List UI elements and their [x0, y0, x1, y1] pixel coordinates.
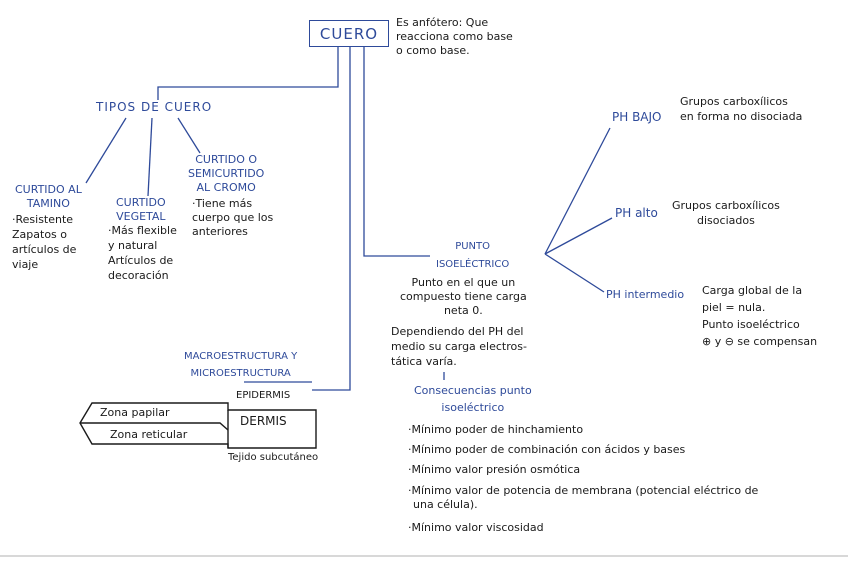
title-line: MICROESTRUCTURA [190, 368, 291, 379]
desc-line: Artículos de [108, 254, 174, 267]
def-line: Punto en el que un [411, 276, 516, 289]
desc-line: Grupos carboxílicos [672, 199, 780, 212]
title-line: CURTIDO [116, 196, 166, 209]
consequence-item: ·Mínimo valor presión osmótica [408, 463, 581, 476]
desc-line: anteriores [192, 225, 248, 238]
desc-line: ⊕ y ⊖ se compensan [702, 335, 818, 348]
dep-line: Dependiendo del PH del [391, 325, 524, 338]
title-line: isoeléctrico [441, 401, 505, 414]
dep-line: tática varía. [391, 355, 457, 368]
types-title: TIPOS DE CUERO [96, 100, 213, 114]
consequences-list: ·Mínimo poder de hinchamiento ·Mínimo po… [408, 420, 758, 538]
desc-line: ·Tiene más [192, 197, 253, 210]
title-line: SEMICURTIDO [188, 167, 265, 180]
dep-line: medio su carga electros- [391, 340, 527, 353]
ph-intermedio-desc: Carga global de la piel = nula. Punto is… [702, 282, 817, 350]
title-line: ISOELÉCTRICO [436, 259, 510, 270]
desc-line: Carga global de la [702, 284, 803, 297]
isoelectric-definition: Punto en el que un compuesto tiene carga… [400, 276, 527, 318]
zona-papilar-label: Zona papilar [100, 406, 170, 419]
vegetal-desc: ·Más flexible y natural Artículos de dec… [108, 223, 177, 283]
ph-alto-desc: Grupos carboxílicos disociados [672, 198, 780, 228]
epidermis-label: EPIDERMIS [236, 390, 291, 401]
consequence-item: ·Mínimo poder de combinación con ácidos … [408, 443, 686, 456]
consequence-item: ·Mínimo poder de hinchamiento [408, 423, 584, 436]
title-line: CURTIDO O [195, 153, 258, 166]
desc-line: Grupos carboxílicos [680, 95, 788, 108]
al-tamino-desc: ·Resistente Zapatos o artículos de viaje [12, 212, 76, 272]
desc-line: Punto isoeléctrico [702, 318, 800, 331]
def-line: neta 0. [443, 304, 483, 317]
title-line: MACROESTRUCTURA Y [184, 351, 298, 362]
vegetal-title: CURTIDO VEGETAL [116, 196, 166, 224]
dermis-label: DERMIS [240, 414, 287, 428]
desc-line: disociados [697, 214, 755, 227]
consequence-item: ·Mínimo valor viscosidad [408, 521, 544, 534]
root-note-line: reacciona como base [396, 30, 513, 43]
ph-bajo-desc: Grupos carboxílicos en forma no disociad… [680, 94, 802, 124]
isoelectric-dependence: Dependiendo del PH del medio su carga el… [391, 324, 527, 369]
desc-line: Zapatos o [12, 228, 67, 241]
title-line: AL CROMO [196, 181, 256, 194]
desc-line: en forma no disociada [680, 110, 803, 123]
al-tamino-title: CURTIDO AL TAMINO [15, 183, 82, 211]
desc-line: ·Resistente [12, 213, 74, 226]
root-note-line: Es anfótero: Que [396, 16, 489, 29]
desc-line: y natural [108, 239, 158, 252]
desc-line: piel = nula. [702, 301, 766, 314]
desc-line: viaje [12, 258, 39, 271]
structure-title: MACROESTRUCTURA Y MICROESTRUCTURA [184, 348, 297, 382]
subcutaneo-label: Tejido subcutáneo [228, 452, 319, 463]
cromo-title: CURTIDO O SEMICURTIDO AL CROMO [188, 153, 264, 195]
ph-bajo-label: PH BAJO [612, 110, 662, 124]
ph-intermedio-label: PH intermedio [606, 288, 685, 301]
consequence-item: ·Mínimo valor de potencia de membrana (p… [408, 484, 759, 497]
desc-line: artículos de [12, 243, 77, 256]
cromo-desc: ·Tiene más cuerpo que los anteriores [192, 197, 273, 239]
page-bottom-edge [0, 555, 848, 557]
desc-line: ·Más flexible [108, 224, 177, 237]
root-note-line: o como base. [396, 44, 470, 57]
def-line: compuesto tiene carga [400, 290, 527, 303]
consequence-item: una célula). [413, 498, 478, 511]
ph-alto-label: PH alto [615, 206, 658, 220]
zona-reticular-label: Zona reticular [110, 428, 188, 441]
title-line: Consecuencias punto [414, 384, 532, 397]
desc-line: decoración [108, 269, 169, 282]
root-node: CUERO [309, 20, 389, 47]
title-line: PUNTO [455, 241, 491, 252]
consequences-title: Consecuencias punto isoeléctrico [414, 382, 532, 416]
title-line: TAMINO [26, 197, 70, 210]
title-line: VEGETAL [116, 210, 166, 223]
desc-line: cuerpo que los [192, 211, 274, 224]
isoelectric-title: PUNTO ISOELÉCTRICO [436, 238, 509, 274]
title-line: CURTIDO AL [15, 183, 82, 196]
root-note: Es anfótero: Que reacciona como base o c… [396, 16, 513, 58]
